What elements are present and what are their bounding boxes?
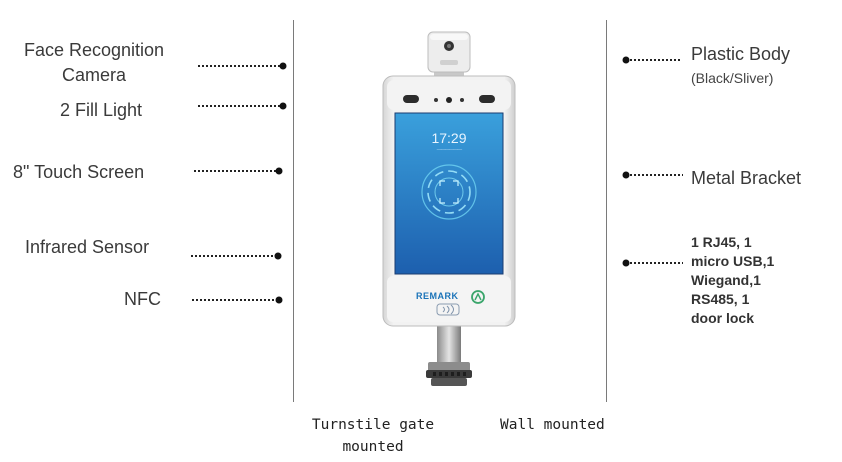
screen-time: 17:29	[431, 130, 467, 146]
screen-date: ———— ——	[436, 147, 462, 153]
caption-wall-mounted: Wall mounted	[500, 417, 605, 433]
label-camera-line2: Camera	[61, 65, 127, 85]
leader-fill-light	[198, 102, 287, 110]
label-nfc: NFC	[124, 289, 161, 309]
caption-turnstile-line2: mounted	[342, 439, 404, 455]
label-metal-bracket: Metal Bracket	[691, 168, 802, 188]
divider-right	[606, 20, 607, 402]
divider-left	[293, 20, 294, 402]
label-camera-line1: Face Recognition	[23, 40, 165, 60]
label-face-recognition-camera: Face Recognition Camera	[5, 38, 183, 88]
ports-line-4: RS485, 1	[691, 291, 750, 307]
leader-camera	[198, 62, 287, 70]
leader-touch-screen	[194, 167, 283, 175]
device-illustration	[382, 31, 516, 386]
label-touch-screen: 8" Touch Screen	[13, 162, 145, 182]
label-infrared-sensor: Infrared Sensor	[25, 237, 150, 257]
label-plastic-body: Plastic Body	[691, 44, 791, 64]
label-fill-light: 2 Fill Light	[60, 100, 143, 120]
ports-line-2: micro USB,1	[691, 253, 775, 269]
ports-line-1: 1 RJ45, 1	[691, 234, 752, 250]
label-plastic-body-sub: (Black/Sliver)	[691, 70, 774, 86]
caption-turnstile-line1: Turnstile gate	[311, 417, 435, 433]
ports-line-3: Wiegand,1	[691, 272, 761, 288]
ports-line-5: door lock	[691, 310, 755, 326]
leader-infrared	[191, 252, 282, 260]
leader-metal-bracket	[622, 171, 683, 179]
leader-nfc	[192, 296, 283, 304]
leader-plastic-body	[622, 56, 681, 64]
caption-turnstile-mounted: Turnstile gate mounted	[298, 414, 448, 458]
label-ports-spec: 1 RJ45, 1 micro USB,1 Wiegand,1 RS485, 1…	[691, 233, 774, 328]
device-brand: REMARK	[416, 291, 459, 301]
leader-ports	[622, 259, 683, 267]
